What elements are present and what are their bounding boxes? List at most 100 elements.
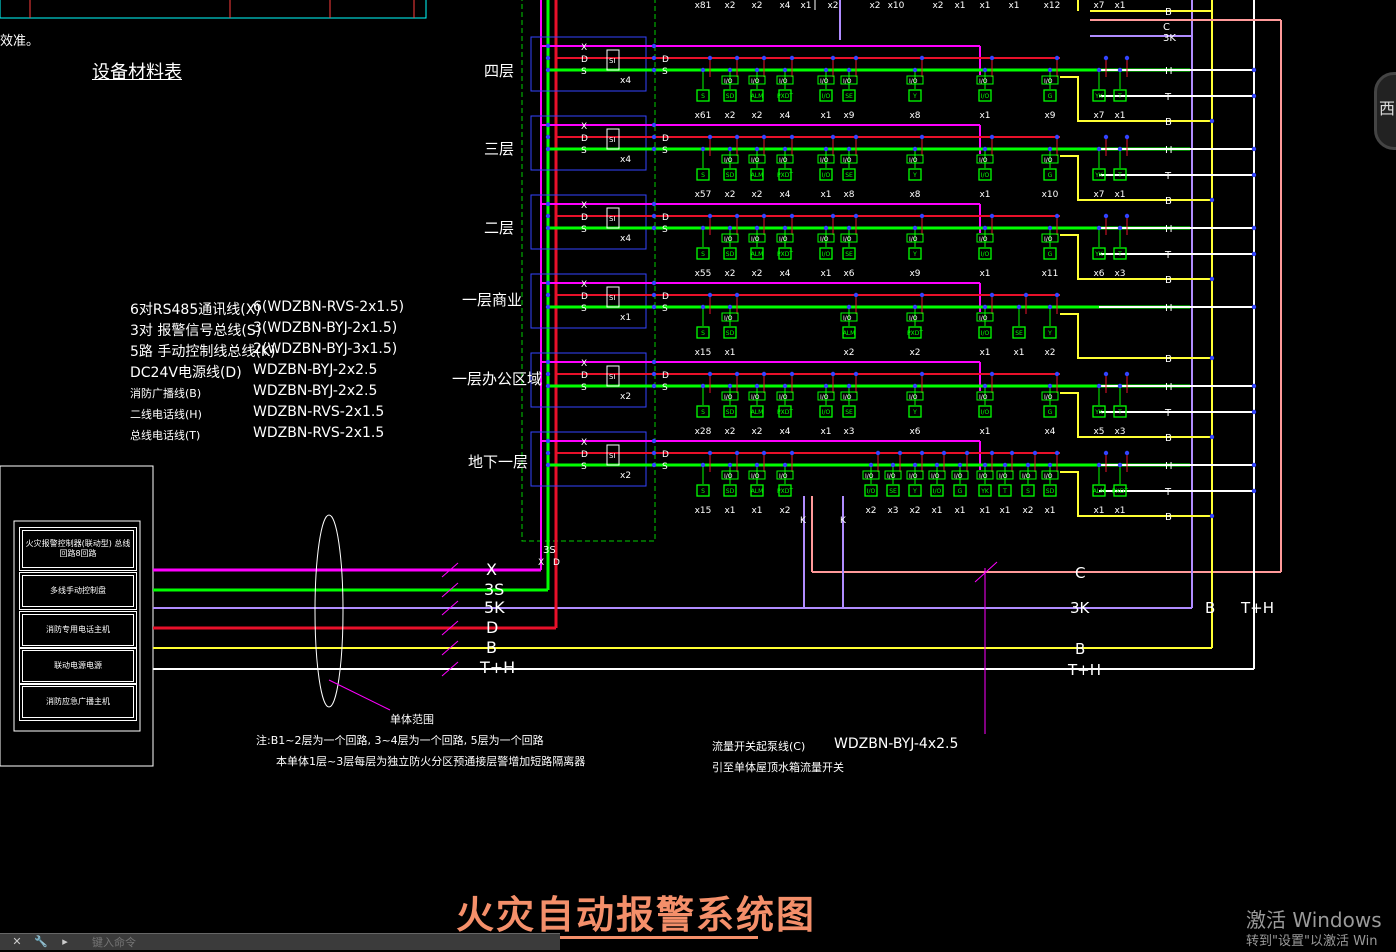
io-module — [976, 470, 994, 480]
detector-device — [723, 405, 737, 418]
detector-device — [1043, 247, 1057, 260]
device-symbol-label: S — [701, 488, 705, 495]
floor-branch-1: SIXDSDSx4HTBSx61I/OSDx2I/OALMx2I/OPXDTx4… — [530, 36, 1257, 128]
floor-label-2: 三层 — [484, 140, 515, 158]
junction-dot — [651, 359, 657, 365]
io-module — [951, 470, 969, 480]
detector-device — [723, 247, 737, 260]
io-module-label: I/O — [724, 473, 733, 480]
junction-dot — [1251, 172, 1257, 178]
device-symbol-label: T — [1117, 409, 1122, 416]
detector-device — [953, 484, 967, 497]
command-prompt-icon[interactable]: ▸ — [62, 935, 68, 948]
top-device-count: x2 — [827, 1, 838, 11]
device-symbol-label: S — [1026, 488, 1030, 495]
note-line-1: 注:B1~2层为一个回路, 3~4层为一个回路, 5层为一个回路 — [256, 734, 544, 747]
io-module-label: I/O — [909, 157, 918, 164]
junction-dot — [897, 450, 903, 456]
junction-dot — [853, 55, 859, 61]
riser-label-x: X — [538, 558, 544, 568]
device-symbol-label: PXDT — [777, 409, 793, 416]
device-count: x2 — [724, 427, 735, 437]
row-letter-t: T — [1164, 171, 1172, 182]
junction-dot — [545, 134, 551, 140]
panel-unit-5[interactable]: 消防应急广播主机 — [19, 683, 137, 721]
junction-dot — [919, 450, 925, 456]
device-symbol-label: Y — [912, 251, 917, 258]
io-module-label: I/O — [751, 157, 760, 164]
device-symbol-label: SD — [1046, 488, 1055, 495]
panel-unit-1[interactable]: 火灾报警控制器(联动型) 总线回路8回路 — [19, 527, 137, 571]
junction-dot — [700, 225, 706, 231]
close-icon[interactable]: ✕ — [12, 935, 22, 948]
drawing-title: 火灾自动报警系统图 — [456, 892, 817, 937]
device-count: x4 — [779, 427, 790, 437]
isolator-box — [530, 273, 647, 329]
junction-dot — [1054, 213, 1060, 219]
io-module-label: I/O — [751, 78, 760, 85]
junction-dot — [754, 383, 760, 389]
junction-dot — [545, 122, 551, 128]
device-symbol-label: SD — [726, 93, 735, 100]
io-module — [840, 233, 858, 243]
junction-dot — [989, 213, 995, 219]
floor-label-1: 四层 — [484, 62, 515, 80]
io-module — [748, 154, 766, 164]
viewcube[interactable]: 西 — [1374, 72, 1396, 150]
junction-dot — [912, 225, 918, 231]
detector-device — [1043, 326, 1057, 339]
isolator-label: SI — [609, 215, 616, 223]
legend-name-2: 3对 报警信号总线(S) — [130, 323, 262, 339]
device-symbol-label: SE — [1015, 330, 1023, 337]
device-symbol-label: PXDT — [1112, 488, 1128, 495]
panel-unit-4[interactable]: 联动电源电源 — [19, 647, 137, 685]
legend-spec-3: 2(WDZBN-BYJ-3x1.5) — [253, 341, 398, 357]
detector-device — [723, 484, 737, 497]
io-module-label: I/O — [820, 236, 829, 243]
junction-dot — [651, 225, 657, 231]
junction-dot — [789, 450, 795, 456]
device-count: x1 — [820, 190, 831, 200]
junction-dot — [651, 438, 657, 444]
junction-dot — [545, 371, 551, 377]
junction-dot — [761, 371, 767, 377]
device-count: x11 — [1042, 269, 1059, 279]
isolator-label: SI — [609, 373, 616, 381]
floor-branch-3: SIXDSDSx4HTBSx55I/OSDx2I/OALMx2I/OPXDTx4… — [530, 194, 1257, 286]
row-letter-b: B — [1165, 433, 1172, 444]
title-underline — [452, 936, 758, 939]
legend-name-4: DC24V电源线(D) — [130, 365, 242, 381]
io-module — [776, 233, 794, 243]
io-module-label: I/O — [724, 315, 733, 322]
row-letter-b: B — [1165, 196, 1172, 207]
junction-dot — [651, 280, 657, 286]
branch-letter: S — [581, 304, 587, 314]
flow-switch-label-2: 引至单体屋顶水箱流量开关 — [712, 761, 844, 774]
device-symbol-label: PXDT — [777, 93, 793, 100]
io-module — [976, 233, 994, 243]
isolator-box — [530, 194, 647, 250]
io-module-label: I/O — [843, 315, 852, 322]
bus-label-3s: 3S — [484, 580, 505, 599]
activation-watermark-title: 激活 Windows — [1246, 908, 1382, 932]
device-symbol-label: Y — [912, 488, 917, 495]
detector-device — [696, 326, 710, 339]
top-letter-3k: 3K — [1163, 33, 1176, 44]
panel-unit-3[interactable]: 消防专用电话主机 — [19, 611, 137, 649]
command-input[interactable] — [90, 934, 554, 952]
branch-letter: X — [581, 438, 587, 448]
io-module — [776, 391, 794, 401]
junction-dot — [989, 55, 995, 61]
junction-dot — [545, 450, 551, 456]
device-symbol-label: YK — [1094, 251, 1104, 258]
device-count: x9 — [1044, 111, 1055, 121]
panel-unit-2[interactable]: 多线手动控制盘 — [19, 572, 137, 610]
device-count: x1 — [979, 269, 990, 279]
device-count: x8 — [909, 190, 920, 200]
wrench-icon[interactable]: 🔧 — [34, 935, 48, 948]
io-module-label: I/O — [779, 473, 788, 480]
junction-dot — [853, 371, 859, 377]
junction-dot — [830, 371, 836, 377]
detector-device — [908, 405, 922, 418]
